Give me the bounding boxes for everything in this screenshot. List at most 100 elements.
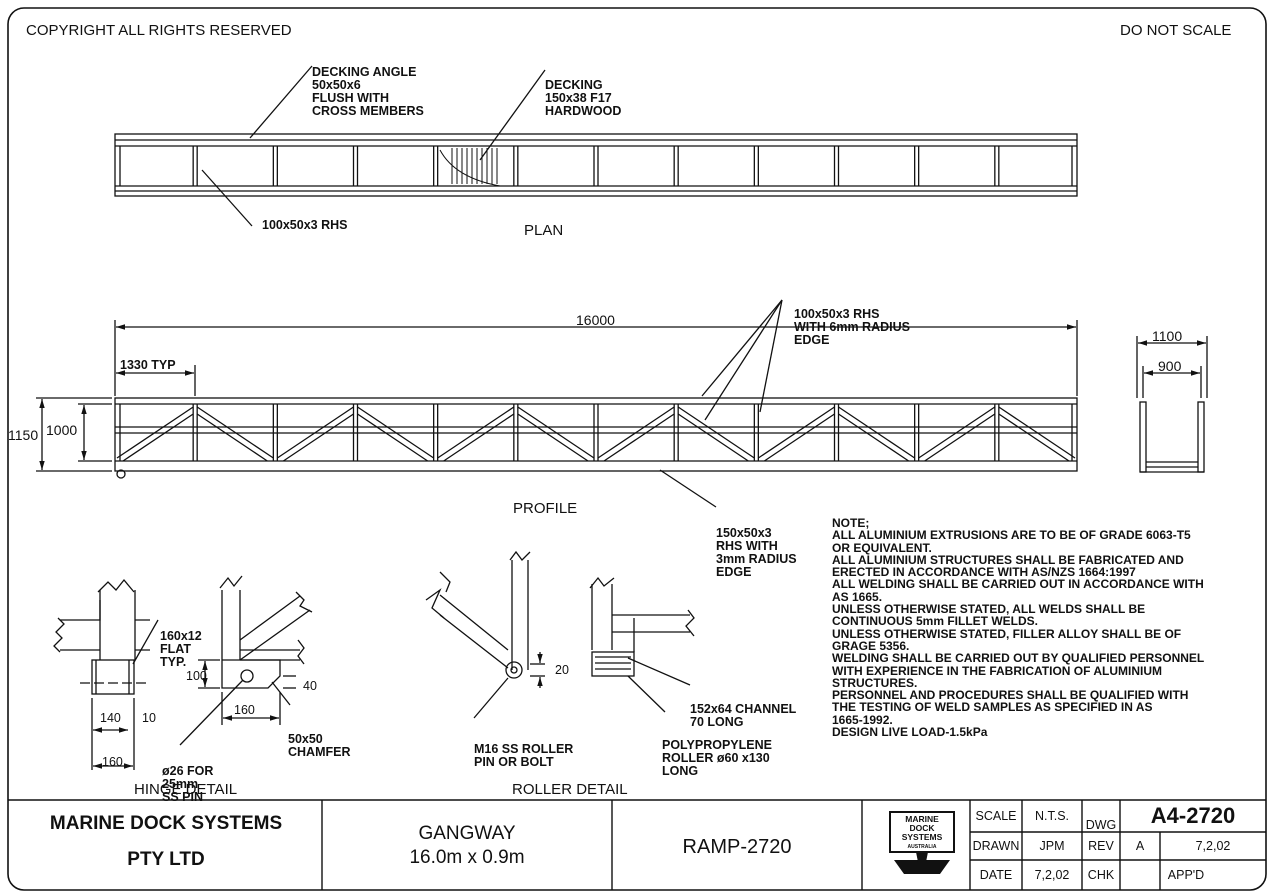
company-name-line1: MARINE DOCK SYSTEMS	[49, 813, 283, 834]
dim-hinge-100: 100	[186, 669, 207, 683]
profile-diagonal	[757, 406, 835, 459]
dim-roller-20: 20	[555, 663, 569, 677]
dim-hinge-40: 40	[303, 679, 317, 693]
roller-detail	[425, 550, 695, 719]
profile-diagonal	[603, 413, 675, 462]
profile-diagonal	[677, 413, 749, 462]
general-notes: NOTE;ALL ALUMINIUM EXTRUSIONS ARE TO BE …	[832, 516, 1262, 739]
rev-value: A	[1135, 839, 1145, 853]
dim-section-outer: 1100	[1152, 328, 1183, 344]
logo-text-systems: SYSTEMS	[902, 832, 943, 842]
profile-diagonal	[437, 406, 515, 459]
note-line: WELDING SHALL BE CARRIED OUT BY QUALIFIE…	[832, 651, 1205, 666]
dim-spacing: 1330 TYP	[120, 358, 176, 372]
plan-view	[114, 65, 1078, 227]
profile-diagonal	[282, 413, 354, 462]
note-line: WITH EXPERIENCE IN THE FABRICATION OF AL…	[832, 663, 1162, 678]
profile-diagonal	[517, 406, 595, 459]
appd-label: APP'D	[1167, 868, 1205, 882]
profile-diagonal	[918, 406, 996, 459]
logo-text-australia: AUSTRALIA	[908, 844, 937, 850]
profile-diagonal	[998, 406, 1076, 459]
do-not-scale-text: DO NOT SCALE	[1120, 22, 1232, 39]
note-line: ERECTED IN ACCORDANCE WITH AS/NZS 1664:1…	[832, 565, 1136, 580]
profile-diagonal	[517, 413, 589, 462]
profile-diagonal	[116, 406, 194, 459]
scale-label: SCALE	[975, 809, 1017, 823]
drawing-desc-line2: 16.0m x 0.9m	[409, 847, 525, 868]
section-view	[1136, 336, 1208, 473]
note-line: OR EQUIVALENT.	[832, 540, 932, 555]
profile-diagonal	[196, 406, 274, 459]
note-line: NOTE;	[832, 516, 870, 530]
company-name-line2: PTY LTD	[127, 849, 205, 870]
profile-diagonal	[763, 413, 835, 462]
note-line: UNLESS OTHERWISE STATED, FILLER ALLOY SH…	[832, 626, 1182, 641]
note-line: UNLESS OTHERWISE STATED, ALL WELDS SHALL…	[832, 602, 1146, 617]
profile-diagonal	[838, 406, 916, 459]
hinge-detail	[53, 575, 313, 770]
note-line: ALL ALUMINIUM EXTRUSIONS ARE TO BE OF GR…	[832, 528, 1191, 543]
date-label: DATE	[979, 868, 1013, 882]
date-value: 7,2,02	[1034, 868, 1070, 882]
rev-label: REV	[1088, 839, 1114, 853]
profile-diagonal	[357, 406, 435, 459]
drawn-label: DRAWN	[972, 839, 1020, 853]
profile-diagonal	[443, 413, 515, 462]
dim-section-inner: 900	[1158, 358, 1182, 374]
profile-diagonal	[924, 413, 996, 462]
note-line: ALL WELDING SHALL BE CARRIED OUT IN ACCO…	[832, 577, 1204, 592]
label-plan-rhs: 100x50x3 RHS	[262, 218, 348, 232]
profile-title: PROFILE	[513, 500, 578, 517]
scale-value: N.T.S.	[1034, 809, 1070, 823]
dim-height-outer: 1150	[8, 427, 39, 443]
note-line: CONTINUOUS 5mm FILLET WELDS.	[832, 614, 1039, 629]
copyright-text: COPYRIGHT ALL RIGHTS RESERVED	[26, 22, 292, 39]
profile-view	[36, 299, 1078, 508]
rev-date: 7,2,02	[1195, 839, 1231, 853]
profile-diagonal	[677, 406, 755, 459]
profile-diagonal	[597, 406, 675, 459]
logo-text-dock: DOCK	[909, 823, 935, 833]
dim-hinge-10: 10	[142, 711, 156, 725]
company-logo: MARINE DOCK SYSTEMS AUSTRALIA	[889, 811, 955, 874]
dwg-label: DWG	[1085, 818, 1117, 832]
plan-title: PLAN	[524, 222, 564, 239]
dim-hinge-140: 140	[100, 711, 121, 725]
profile-diagonal	[122, 413, 194, 462]
drawing-desc-line1: GANGWAY	[418, 823, 516, 844]
sheet-border	[7, 7, 1267, 891]
dim-hinge-160b: 160	[102, 755, 123, 769]
profile-diagonal	[838, 413, 910, 462]
profile-diagonal	[276, 406, 354, 459]
title-block	[8, 799, 1266, 890]
chk-label: CHK	[1087, 868, 1115, 882]
profile-diagonal	[998, 413, 1070, 462]
note-line: THE TESTING OF WELD SAMPLES AS SPECIFIED…	[832, 700, 1153, 715]
logo-text-marine: MARINE	[905, 814, 939, 824]
profile-diagonal	[196, 413, 268, 462]
dim-hinge-160a: 160	[234, 703, 255, 717]
drawing-code: RAMP-2720	[682, 835, 792, 858]
hinge-detail-title: HINGE DETAIL	[134, 781, 238, 798]
drawn-value: JPM	[1039, 839, 1065, 853]
note-line: GRAGE 5356.	[832, 638, 910, 653]
note-line: ALL ALUMINIUM STRUCTURES SHALL BE FABRIC…	[832, 552, 1184, 567]
dim-length: 16000	[576, 312, 615, 328]
note-line: STRUCTURES.	[832, 675, 918, 690]
profile-diagonal	[357, 413, 429, 462]
note-line: AS 1665.	[832, 589, 883, 604]
note-line: PERSONNEL AND PROCEDURES SHALL BE QUALIF…	[832, 688, 1189, 703]
dwg-number: A4-2720	[1150, 803, 1236, 828]
note-line: 1665-1992.	[832, 712, 893, 727]
